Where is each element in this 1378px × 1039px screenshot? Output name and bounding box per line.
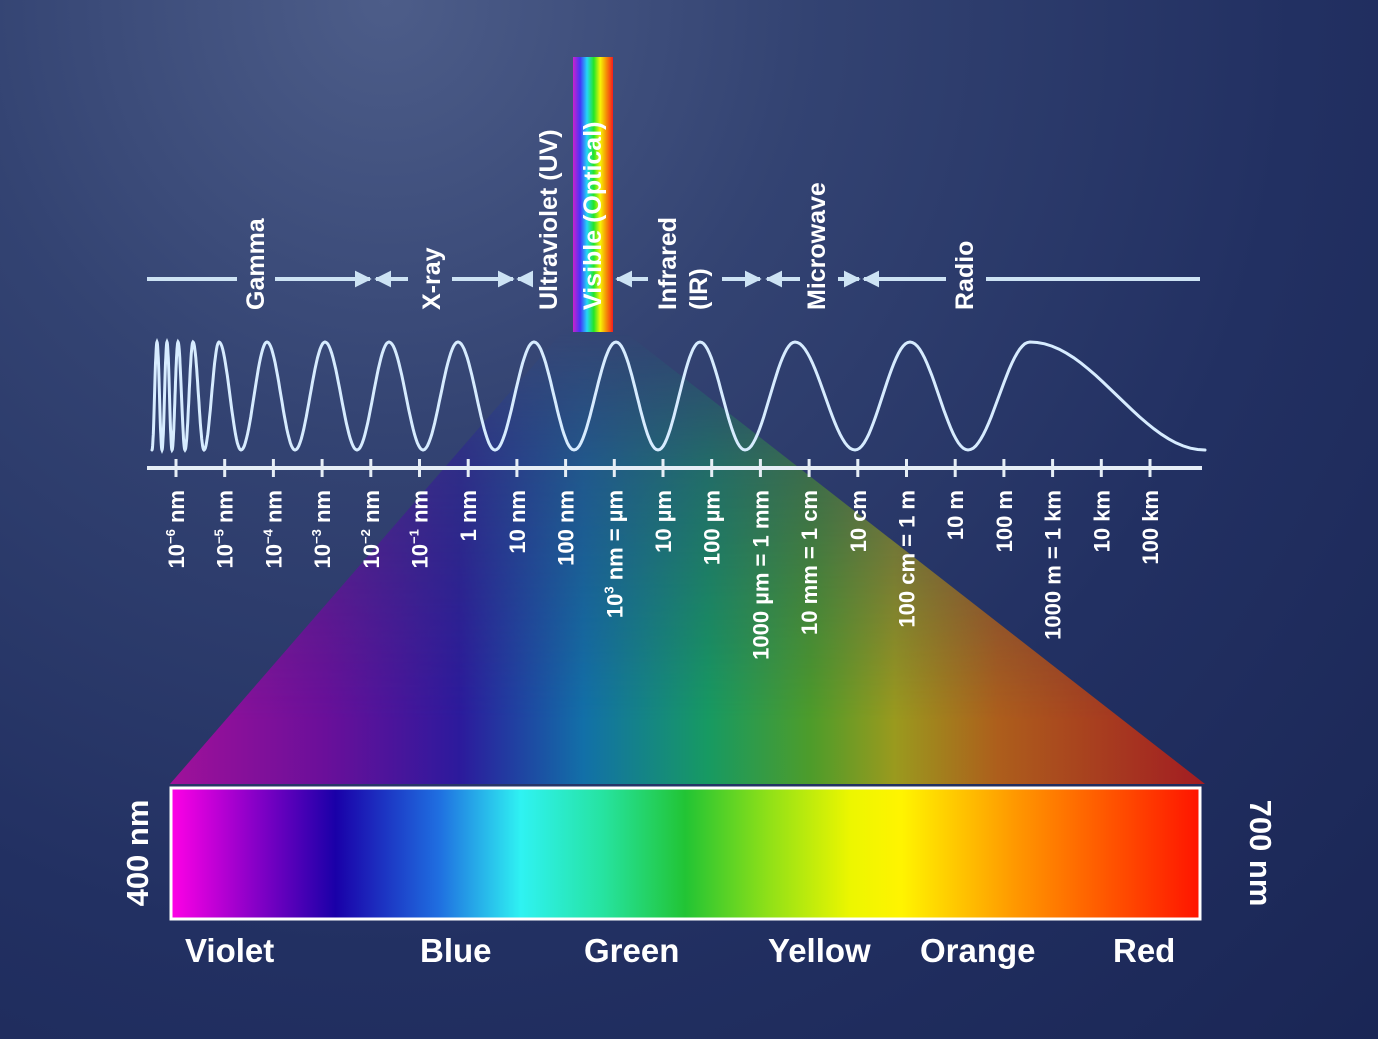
axis-tick-label: 10 cm: [846, 490, 871, 552]
axis-tick-label: 10−5 nm: [212, 490, 238, 568]
axis-tick-labels: 10−6 nm 10−5 nm 10−4 nm 10−3 nm 10−2 nm 10−1 …: [163, 490, 1163, 660]
axis-tick-label: 10 m: [943, 490, 968, 540]
band-label-uv: Ultraviolet (UV): [535, 129, 563, 310]
visible-spectrum-bar: [169, 786, 1202, 921]
axis-tick-label: 10−1 nm: [407, 490, 433, 568]
wave-curve: [150, 337, 1207, 455]
axis-tick-marks: [174, 459, 1152, 477]
color-label-orange: Orange: [920, 932, 1036, 969]
axis-tick-label: 1000 µm = 1 mm: [748, 490, 773, 660]
axis-tick-label: 10−4 nm: [260, 490, 286, 568]
axis-tick-label: 100 µm: [700, 490, 725, 565]
color-label-red: Red: [1113, 932, 1175, 969]
axis-tick-label: 103 nm = µm: [601, 490, 627, 618]
spectrum-max-label: 700 nm: [1243, 800, 1278, 907]
color-label-violet: Violet: [185, 932, 274, 969]
band-label-infrared-abbrev: (IR): [685, 268, 713, 310]
band-label-radio: Radio: [951, 241, 979, 310]
axis-tick-label: 10 nm: [505, 490, 530, 554]
axis-tick-label: 10−6 nm: [163, 490, 189, 568]
visible-band-strip: [573, 57, 613, 332]
band-labels: Gamma X-ray Ultraviolet (UV) Visible (Op…: [242, 122, 979, 310]
axis-tick-label: 100 m: [992, 490, 1017, 552]
color-labels: Violet Blue Green Yellow Orange Red: [185, 932, 1175, 969]
axis-tick-label: 10−3 nm: [309, 490, 335, 568]
axis-tick-label: 10 km: [1089, 490, 1114, 552]
axis-tick-label: 1000 m = 1 km: [1041, 490, 1066, 640]
band-label-visible: Visible (Optical): [579, 122, 607, 310]
axis-tick-label: 100 nm: [554, 490, 579, 566]
band-label-microwave: Microwave: [803, 182, 831, 310]
band-label-xray: X-ray: [418, 247, 446, 310]
axis-tick-label: 100 km: [1138, 490, 1163, 565]
spectrum-min-label: 400 nm: [120, 800, 155, 907]
axis-tick-label: 10−2 nm: [358, 490, 384, 568]
band-label-gamma: Gamma: [242, 217, 270, 310]
axis-tick-label: 1 nm: [456, 490, 481, 541]
band-label-infrared: Infrared: [654, 217, 682, 310]
axis-tick-label: 10 µm: [651, 490, 676, 553]
axis-tick-label: 10 mm = 1 cm: [797, 490, 822, 635]
visible-fan: [170, 322, 1205, 784]
color-label-blue: Blue: [420, 932, 492, 969]
color-label-yellow: Yellow: [768, 932, 871, 969]
color-label-green: Green: [584, 932, 679, 969]
axis-tick-label: 100 cm = 1 m: [895, 490, 920, 628]
